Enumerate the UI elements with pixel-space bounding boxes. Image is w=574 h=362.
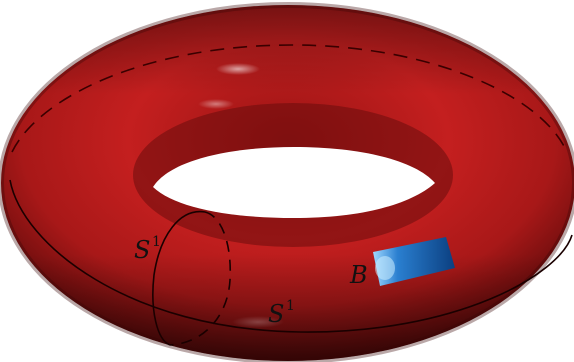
longitude-label-base: S — [268, 300, 284, 328]
meridian-curve-back — [169, 211, 232, 346]
specular-highlights — [198, 63, 284, 328]
patch-label: B — [349, 261, 368, 289]
longitude-label-exponent: 1 — [286, 298, 295, 314]
longitude-curve-back — [11, 44, 567, 153]
longitude-curve-front — [9, 179, 573, 333]
meridian-label-base: S — [134, 236, 150, 264]
meridian-curve-front — [152, 210, 206, 346]
torus-hole — [153, 147, 435, 218]
meridian-label-exponent: 1 — [152, 234, 161, 250]
patch-b — [373, 237, 455, 286]
meridian-label: S 1 — [134, 234, 161, 264]
longitude-label: S 1 — [268, 298, 295, 328]
